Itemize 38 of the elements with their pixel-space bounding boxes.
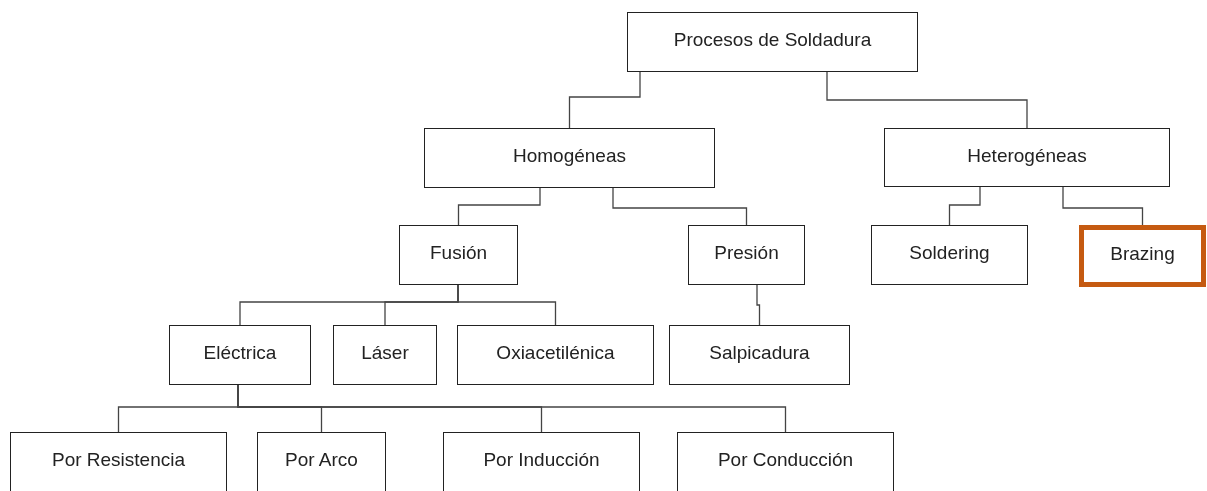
- process-box: [443, 432, 640, 491]
- connector-line: [756, 284, 761, 326]
- box-label: Eléctrica: [203, 342, 277, 364]
- box-label: Por Inducción: [483, 449, 600, 471]
- process-box: [257, 432, 386, 491]
- process-box: [677, 432, 894, 491]
- process-box: [627, 12, 918, 72]
- process-box: [669, 325, 850, 385]
- box-label: Láser: [361, 342, 409, 364]
- box-label: Salpicadura: [709, 342, 810, 364]
- box-label: Por Conducción: [717, 449, 854, 471]
- box-label: Soldering: [909, 242, 990, 264]
- process-box: [333, 325, 437, 385]
- process-box: [871, 225, 1028, 285]
- connector-line: [457, 284, 557, 326]
- box-label: Fusión: [430, 242, 487, 264]
- box-label: Procesos de Soldadura: [673, 29, 872, 51]
- process-box: [169, 325, 311, 385]
- box-label: Heterogéneas: [967, 145, 1087, 167]
- box-label: Homogéneas: [513, 145, 626, 167]
- box-label: Brazing: [1110, 243, 1175, 265]
- connector-line: [612, 187, 748, 226]
- process-box: [688, 225, 805, 285]
- connector-line: [568, 71, 641, 129]
- process-box: [884, 128, 1170, 187]
- connector-line: [826, 71, 1028, 129]
- box-label: Por Resistencia: [51, 449, 186, 471]
- highlighted-box: [1079, 225, 1206, 287]
- connector-line: [948, 186, 981, 226]
- box-label: Por Arco: [285, 449, 358, 471]
- process-box: [10, 432, 227, 491]
- connector-line: [1062, 186, 1144, 226]
- connector-line: [457, 187, 541, 226]
- process-box: [399, 225, 518, 285]
- box-label: Oxiacetilénica: [496, 342, 615, 364]
- box-label: Presión: [714, 242, 779, 264]
- process-box: [424, 128, 715, 188]
- process-box: [457, 325, 654, 385]
